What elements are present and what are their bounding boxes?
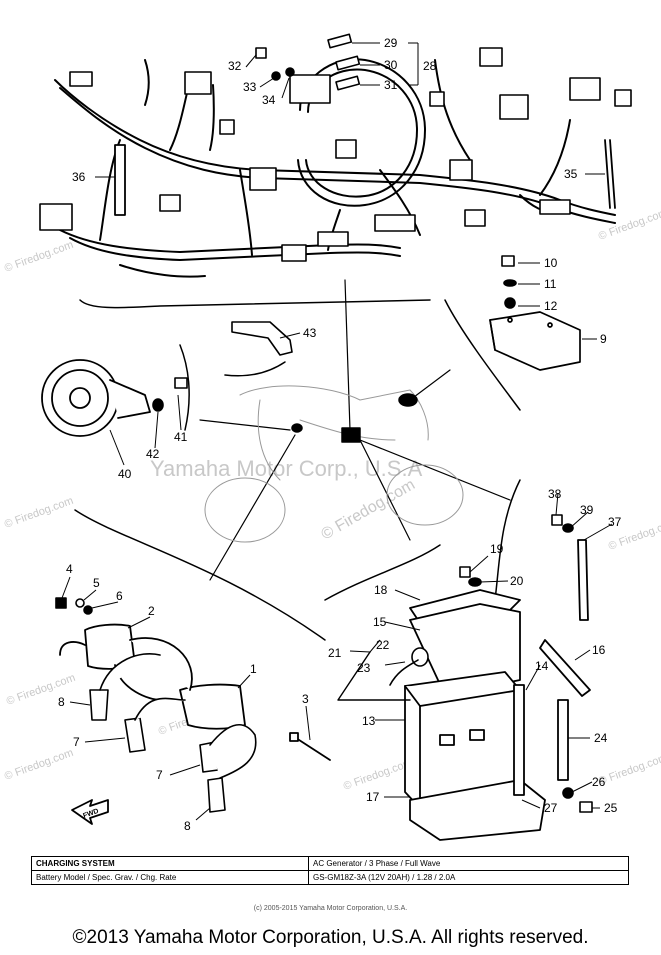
parts-41-42-hardware xyxy=(152,377,188,412)
part-number-21: 21 xyxy=(328,646,342,660)
spec-label: Battery Model / Spec. Grav. / Chg. Rate xyxy=(31,870,309,885)
part-number-38: 38 xyxy=(548,487,562,501)
watermark-text: © Firedog.com xyxy=(342,757,414,793)
watermark-text: © Firedog.com xyxy=(3,747,75,783)
spec-label: CHARGING SYSTEM xyxy=(31,856,309,871)
part-43-bracket xyxy=(231,321,293,356)
wiring-diagram: © Firedog.com © Firedog.com © Firedog.co… xyxy=(3,33,661,841)
part-number-3: 3 xyxy=(302,692,309,706)
part-number-29: 29 xyxy=(384,36,398,50)
part-number-30: 30 xyxy=(384,58,398,72)
part-number-4: 4 xyxy=(66,562,73,576)
watermark-text: © Firedog.com xyxy=(597,207,661,243)
part-number-20: 20 xyxy=(510,574,524,588)
part-number-35: 35 xyxy=(564,167,578,181)
spec-row: Battery Model / Spec. Grav. / Chg. Rate … xyxy=(31,870,629,885)
part-number-12: 12 xyxy=(544,299,558,313)
part-number-10: 10 xyxy=(544,256,558,270)
parts-4-6-hardware xyxy=(55,597,93,615)
battery-box xyxy=(404,539,591,841)
spec-value: AC Generator / 3 Phase / Full Wave xyxy=(308,856,629,871)
part-36-sleeve xyxy=(114,144,126,216)
part-number-24: 24 xyxy=(594,731,608,745)
part-number-27: 27 xyxy=(544,801,558,815)
part-number-5: 5 xyxy=(93,576,100,590)
part-number-28: 28 xyxy=(423,59,437,73)
part-number-18: 18 xyxy=(374,583,388,597)
part-3-bolt xyxy=(289,732,331,761)
spec-row: CHARGING SYSTEM AC Generator / 3 Phase /… xyxy=(31,856,629,871)
ignition-coils xyxy=(59,623,246,730)
part-40-horn xyxy=(41,359,151,437)
part-number-7: 7 xyxy=(156,768,163,782)
parts-10-12-hardware xyxy=(501,255,517,309)
watermark-text: © Firedog.com xyxy=(5,672,77,708)
part-number-34: 34 xyxy=(262,93,276,107)
part-number-39: 39 xyxy=(580,503,594,517)
part-number-40: 40 xyxy=(118,467,132,481)
part-number-9: 9 xyxy=(600,332,607,346)
part-number-19: 19 xyxy=(490,542,504,556)
part-9-regulator xyxy=(489,311,581,371)
part-number-11: 11 xyxy=(544,277,557,291)
parts-29-31-fittings xyxy=(327,33,361,91)
watermark-text-large: Yamaha Motor Corp., U.S.A xyxy=(150,456,423,481)
part-number-17: 17 xyxy=(366,790,380,804)
part-35-cable-tie xyxy=(604,139,616,209)
region-divider-lines xyxy=(74,299,521,641)
part-number-8: 8 xyxy=(58,695,65,709)
harness-connectors xyxy=(39,47,632,262)
spec-value: GS-GM18Z-3A (12V 20AH) / 1.28 / 2.0A xyxy=(308,870,629,885)
part-number-36: 36 xyxy=(72,170,86,184)
part-number-8: 8 xyxy=(184,819,191,833)
part-number-32: 32 xyxy=(228,59,242,73)
part-number-25: 25 xyxy=(604,801,618,815)
part-number-6: 6 xyxy=(116,589,123,603)
center-components xyxy=(291,393,418,443)
part-number-callouts xyxy=(61,42,613,821)
small-copyright: (c) 2005-2015 Yamaha Motor Corporation, … xyxy=(253,905,408,912)
part-number-33: 33 xyxy=(243,80,257,94)
part-number-31: 31 xyxy=(384,78,398,92)
part-number-26: 26 xyxy=(592,775,606,789)
part-number-7: 7 xyxy=(73,735,80,749)
part-21-bracket xyxy=(337,651,411,701)
part-number-1: 1 xyxy=(250,662,257,676)
part-number-23: 23 xyxy=(357,661,371,675)
battery-hardware xyxy=(389,514,593,813)
parts-32-34-hardware xyxy=(255,47,295,81)
part-number-14: 14 xyxy=(535,659,549,673)
fwd-arrow xyxy=(71,799,109,825)
part-number-22: 22 xyxy=(376,638,390,652)
watermark-text: © Firedog.com xyxy=(597,752,661,788)
part-number-43: 43 xyxy=(303,326,317,340)
part-number-42: 42 xyxy=(146,447,160,461)
part-number-16: 16 xyxy=(592,643,606,657)
watermark-text: © Firedog.com xyxy=(3,495,75,531)
spark-plug-caps xyxy=(89,653,257,813)
part-number-41: 41 xyxy=(174,430,188,444)
copyright-notice: ©2013 Yamaha Motor Corporation, U.S.A. A… xyxy=(72,927,589,948)
part-number-15: 15 xyxy=(373,615,387,629)
part-number-2: 2 xyxy=(148,604,155,618)
leader-lines xyxy=(199,279,511,581)
part-number-37: 37 xyxy=(608,515,622,529)
watermark-text-large: © Firedog.com xyxy=(319,476,419,543)
part-numbers: 28 29 30 31 32 33 34 36 35 10 11 12 9 43… xyxy=(58,36,622,833)
watermark-text: © Firedog.com xyxy=(3,239,75,275)
spec-table: CHARGING SYSTEM AC Generator / 3 Phase /… xyxy=(31,856,629,885)
part-number-13: 13 xyxy=(362,714,376,728)
